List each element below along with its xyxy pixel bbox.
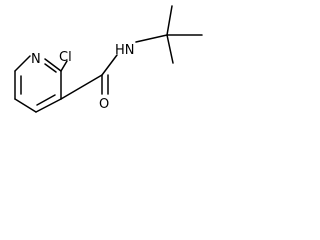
oxygen-label: O — [99, 97, 109, 112]
chlorine-label: Cl — [59, 50, 72, 65]
ring-bond-c4-to-c3-inner — [36, 94, 56, 106]
bond-carbonyl-to-nh — [101, 54, 118, 76]
bond-tbutyl-methyl-top — [166, 5, 173, 36]
nitrogen-label: N — [31, 52, 41, 67]
bond-tbutyl-methyl-bottom — [166, 34, 174, 64]
structure-canvas: N Cl HN O — [0, 0, 226, 120]
ring-bond-n-to-c6 — [14, 55, 31, 72]
ring-bond-c4-to-c3 — [35, 98, 62, 113]
bond-c3-to-carbonyl — [60, 74, 103, 100]
ring-bond-c5-to-c4 — [14, 98, 37, 113]
bond-c2-to-cl — [60, 60, 68, 72]
ring-bond-c2-to-n-inner — [44, 63, 57, 73]
bond-nh-to-quaternary-c — [135, 34, 168, 43]
chemical-structure: N Cl HN O — [14, 5, 203, 113]
amide-nh-label: HN — [115, 43, 135, 58]
ring-bond-c2-to-n — [44, 58, 62, 72]
